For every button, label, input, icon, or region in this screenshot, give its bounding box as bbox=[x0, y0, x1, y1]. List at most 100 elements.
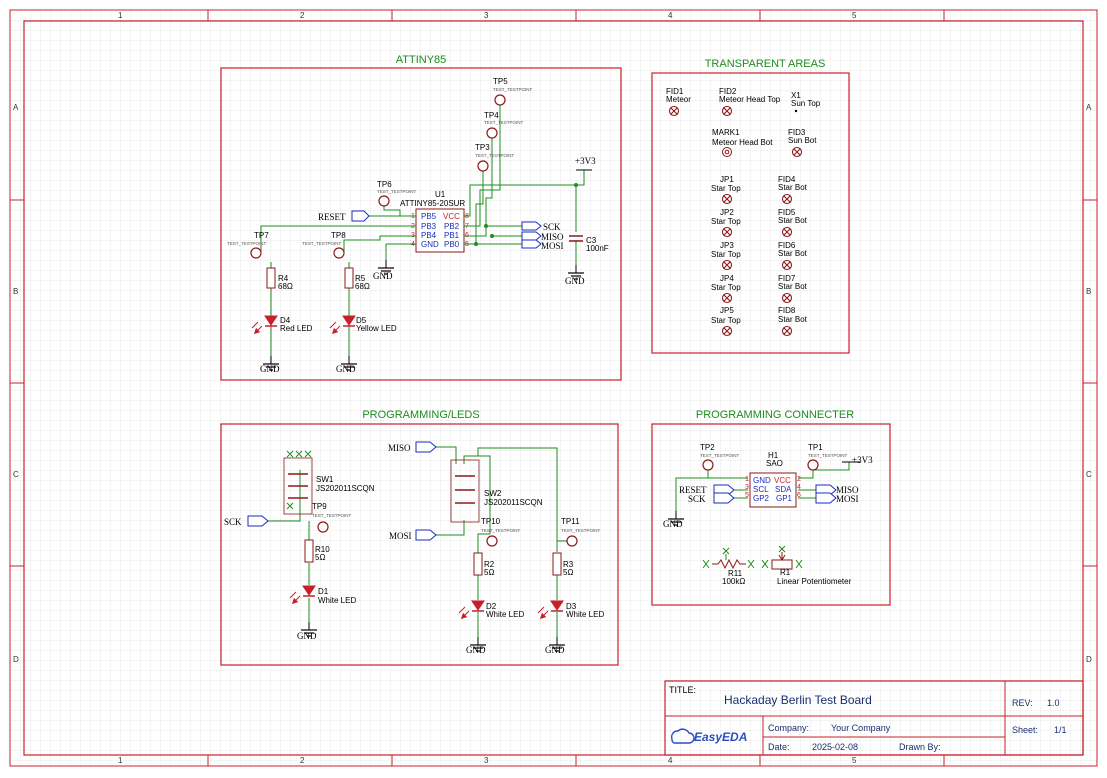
d3-led[interactable]: D3 White LED bbox=[537, 600, 604, 619]
row-b-right: B bbox=[1086, 287, 1091, 296]
conn-mosi-label: MOSI bbox=[836, 494, 859, 504]
gnd-c3-label: GND bbox=[565, 276, 585, 286]
attiny85-block-title: ATTINY85 bbox=[396, 54, 447, 66]
jp5[interactable]: JP5 Star Top bbox=[711, 306, 741, 337]
col-5-top: 5 bbox=[852, 11, 857, 20]
jp4[interactable]: JP4 Star Top bbox=[711, 274, 741, 304]
sw1-value: JS202011SCQN bbox=[316, 484, 375, 493]
x1[interactable]: X1 Sun Top bbox=[791, 91, 821, 113]
tp11[interactable]: TP11 TEST_TESTPOINT bbox=[561, 517, 601, 547]
r1-potentiometer[interactable]: R1 Linear Potentiometer bbox=[761, 545, 852, 586]
h1-pin-gnd: GND bbox=[753, 476, 771, 485]
tp7[interactable]: TP7 TEST_TESTPOINT bbox=[227, 231, 269, 259]
leds-sck-label: SCK bbox=[224, 517, 242, 527]
r11-value: 100kΩ bbox=[722, 577, 745, 586]
attiny-miso-port[interactable]: MISO bbox=[521, 231, 564, 242]
d1-led[interactable]: D1 White LED bbox=[289, 585, 356, 605]
fid3-ref: FID3 bbox=[788, 128, 806, 137]
r4-resistor[interactable]: R4 68Ω bbox=[266, 267, 293, 291]
tp10[interactable]: TP10 TEST_TESTPOINT bbox=[481, 517, 521, 547]
r2-resistor[interactable]: R2 5Ω bbox=[473, 552, 495, 577]
mark1-ref: MARK1 bbox=[712, 128, 740, 137]
gnd-d3-label: GND bbox=[545, 645, 565, 655]
fid4[interactable]: FID4 Star Bot bbox=[778, 175, 808, 205]
fid7[interactable]: FID7 Star Bot bbox=[778, 274, 808, 304]
prog-conn-wires bbox=[675, 462, 850, 512]
col-4-top: 4 bbox=[668, 11, 673, 20]
gnd-d2-label: GND bbox=[466, 645, 486, 655]
sw2-switch[interactable]: SW2 JS202011SCQN bbox=[450, 459, 543, 523]
fid8[interactable]: FID8 Star Bot bbox=[778, 306, 808, 337]
r3-value: 5Ω bbox=[563, 568, 573, 577]
easyeda-logo-text: EasyEDA bbox=[694, 730, 747, 744]
d2-led[interactable]: D2 White LED bbox=[458, 600, 524, 619]
tp5[interactable]: TP5 TEST_TESTPOINT bbox=[493, 77, 533, 106]
tp6[interactable]: TP6 TEST_TESTPOINT bbox=[377, 180, 417, 207]
fid8-ref: FID8 bbox=[778, 306, 796, 315]
fid1[interactable]: FID1 Meteor bbox=[666, 87, 691, 117]
grid-background bbox=[10, 10, 1097, 766]
h1-value: SAO bbox=[766, 459, 783, 468]
fid8-value: Star Bot bbox=[778, 315, 808, 324]
fid3[interactable]: FID3 Sun Bot bbox=[788, 128, 817, 158]
r3-resistor[interactable]: R3 5Ω bbox=[552, 552, 574, 577]
tp9[interactable]: TP9 TEST_TESTPOINT bbox=[312, 502, 352, 533]
r2-value: 5Ω bbox=[484, 568, 494, 577]
tp9-value: TEST_TESTPOINT bbox=[312, 513, 352, 518]
tp3-ref: TP3 bbox=[475, 143, 490, 152]
tp8[interactable]: TP8 TEST_TESTPOINT bbox=[302, 231, 346, 259]
jp1[interactable]: JP1 Star Top bbox=[711, 175, 741, 205]
fid2[interactable]: FID2 Meteor Head Top bbox=[719, 87, 781, 117]
tp1-value: TEST_TESTPOINT bbox=[808, 453, 848, 458]
tp2[interactable]: TP2 TEST_TESTPOINT bbox=[700, 443, 740, 471]
tp1[interactable]: TP1 TEST_TESTPOINT bbox=[807, 443, 848, 471]
tp5-value: TEST_TESTPOINT bbox=[493, 87, 533, 92]
u1-attiny85[interactable]: U1 ATTINY85-20SUR PB5 PB3 PB4 GND VCC PB… bbox=[400, 190, 469, 253]
fid2-ref: FID2 bbox=[719, 87, 737, 96]
row-d-right: D bbox=[1086, 655, 1092, 664]
rev-label: REV: bbox=[1012, 698, 1033, 708]
attiny-mosi-port[interactable]: MOSI bbox=[521, 239, 564, 251]
fid6[interactable]: FID6 Star Bot bbox=[778, 241, 808, 271]
d4-led[interactable]: D4 Red LED bbox=[251, 315, 313, 333]
programming-leds-block: PROGRAMMING/LEDS S bbox=[220, 409, 619, 666]
d4-value: Red LED bbox=[280, 324, 313, 333]
fid2-value: Meteor Head Top bbox=[719, 95, 781, 104]
r10-resistor[interactable]: R10 5Ω bbox=[304, 539, 330, 563]
tp4-value: TEST_TESTPOINT bbox=[484, 120, 524, 125]
leds-miso-port[interactable]: MISO bbox=[388, 441, 437, 453]
gnd-d4: GND bbox=[260, 355, 280, 374]
c3-capacitor[interactable]: C3 100nF bbox=[569, 235, 609, 253]
tp3[interactable]: TP3 TEST_TESTPOINT bbox=[475, 143, 515, 172]
leds-mosi-label: MOSI bbox=[389, 531, 412, 541]
conn-sck-port[interactable]: SCK bbox=[688, 492, 735, 504]
attiny-sck-port[interactable]: SCK bbox=[521, 221, 561, 232]
r5-resistor[interactable]: R5 68Ω bbox=[344, 267, 370, 291]
c3-value: 100nF bbox=[586, 244, 609, 253]
r11-resistor[interactable]: R11 100kΩ bbox=[702, 547, 755, 586]
tp4[interactable]: TP4 TEST_TESTPOINT bbox=[484, 111, 524, 139]
h1-sao-header[interactable]: H1 SAO GND SCL GP2 VCC SDA GP1 1 3 5 2 4… bbox=[745, 451, 801, 508]
gnd-d2: GND bbox=[466, 636, 487, 655]
d1-ref: D1 bbox=[318, 587, 329, 596]
conn-mosi-port[interactable]: MOSI bbox=[815, 492, 859, 504]
tp2-value: TEST_TESTPOINT bbox=[700, 453, 740, 458]
sw1-switch[interactable]: SW1 JS202011SCQN bbox=[283, 450, 375, 515]
mark1[interactable]: MARK1 Meteor Head Bot bbox=[712, 128, 773, 157]
fid4-ref: FID4 bbox=[778, 175, 796, 184]
leds-mosi-port[interactable]: MOSI bbox=[389, 529, 437, 541]
attiny-reset-port[interactable]: RESET bbox=[318, 210, 370, 222]
conn-sck-label: SCK bbox=[688, 494, 706, 504]
jp1-ref: JP1 bbox=[720, 175, 734, 184]
attiny-vcc: +3V3 bbox=[575, 156, 596, 171]
gnd-d4-label: GND bbox=[260, 364, 280, 374]
leds-sck-port[interactable]: SCK bbox=[224, 515, 269, 527]
h1-pin-sda: SDA bbox=[775, 485, 792, 494]
jp2[interactable]: JP2 Star Top bbox=[711, 208, 741, 238]
jp3[interactable]: JP3 Star Top bbox=[711, 241, 741, 271]
h1-pin-scl: SCL bbox=[753, 485, 769, 494]
fid5[interactable]: FID5 Star Bot bbox=[778, 208, 808, 238]
jp4-ref: JP4 bbox=[720, 274, 734, 283]
d5-led[interactable]: D5 Yellow LED bbox=[329, 315, 397, 333]
